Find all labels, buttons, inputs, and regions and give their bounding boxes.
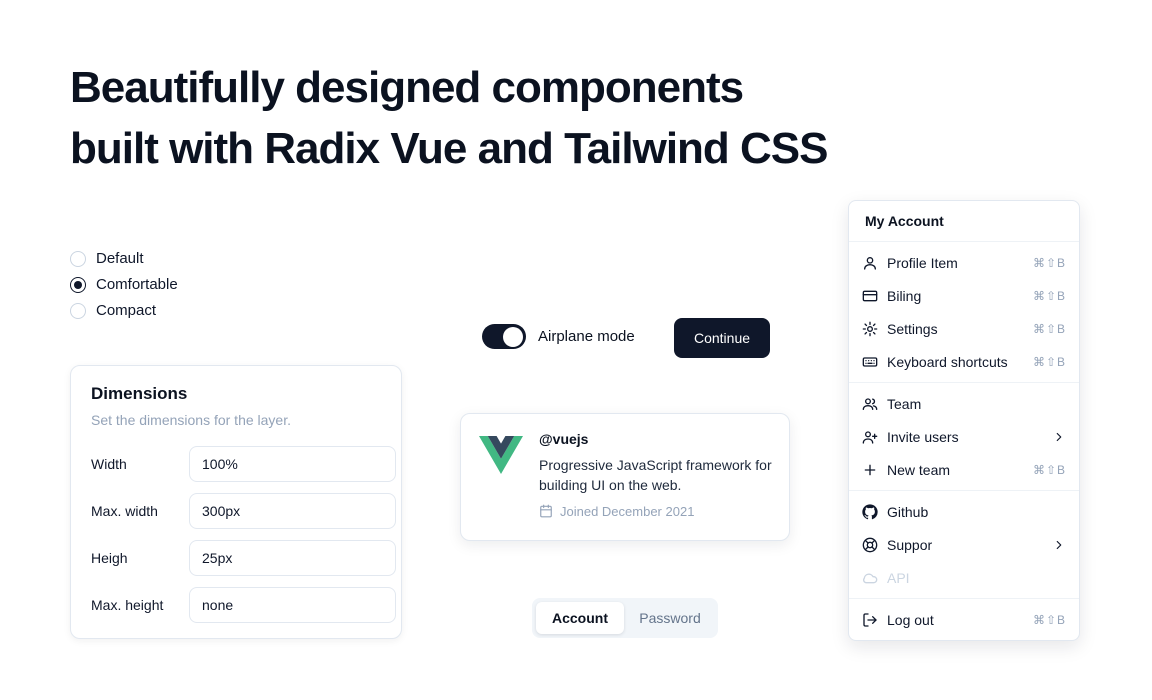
dimensions-title: Dimensions: [91, 384, 188, 403]
menu-title: My Account: [865, 213, 944, 229]
vue-joined-row: Joined December 2021: [539, 504, 775, 519]
radio-option-default[interactable]: Default: [70, 250, 178, 267]
plus-icon: [862, 462, 878, 478]
menu-item-profile[interactable]: Profile Item ⌘⇧B: [853, 246, 1075, 279]
vue-handle: @vuejs: [539, 431, 589, 447]
lifebuoy-icon: [862, 537, 878, 553]
chevron-right-icon: [1052, 430, 1066, 444]
density-radio-group: Default Comfortable Compact: [70, 250, 178, 319]
menu-item-keyboard-shortcuts[interactable]: Keyboard shortcuts ⌘⇧B: [853, 345, 1075, 378]
page-title-line-2: built with Radix Vue and Tailwind CSS: [70, 123, 828, 173]
vue-card-body: @vuejs Progressive JavaScript framework …: [539, 431, 775, 523]
airplane-mode-row: Airplane mode: [482, 324, 635, 349]
radio-indicator-selected[interactable]: [70, 276, 86, 293]
radio-option-compact[interactable]: Compact: [70, 302, 178, 319]
vue-joined-text: Joined December 2021: [560, 503, 695, 519]
menu-separator: [849, 598, 1079, 599]
continue-button[interactable]: Continue: [674, 318, 770, 358]
airplane-mode-label: Airplane mode: [538, 328, 635, 345]
radio-label: Compact: [96, 302, 157, 319]
keyboard-icon: [862, 354, 878, 370]
calendar-icon: [540, 504, 552, 518]
chevron-right-icon: [1052, 538, 1066, 552]
menu-item-log-out[interactable]: Log out ⌘⇧B: [853, 603, 1075, 636]
github-icon: [862, 503, 878, 520]
credit-card-icon: [862, 288, 878, 304]
menu-separator: [849, 490, 1079, 491]
menu-separator: [849, 241, 1079, 242]
airplane-mode-switch[interactable]: [482, 324, 526, 349]
page-title: Beautifully designed components built wi…: [70, 58, 828, 179]
page-title-line-1: Beautifully designed components: [70, 63, 744, 112]
account-dropdown-menu: My Account Profile Item ⌘⇧B Biling ⌘⇧B S…: [848, 200, 1080, 641]
radio-label: Default: [96, 250, 144, 267]
radio-indicator[interactable]: [70, 302, 86, 319]
menu-separator: [849, 382, 1079, 383]
vuejs-hovercard: @vuejs Progressive JavaScript framework …: [460, 413, 790, 541]
width-label: Width: [91, 456, 127, 472]
max-height-label: Max. height: [91, 597, 164, 613]
menu-item-api: API: [853, 561, 1075, 594]
account-password-tabs: Account Password: [532, 598, 718, 638]
menu-item-github[interactable]: Github: [853, 495, 1075, 528]
menu-item-invite-users[interactable]: Invite users: [853, 420, 1075, 453]
width-input[interactable]: [189, 446, 396, 482]
gear-icon: [862, 321, 878, 337]
max-width-input[interactable]: [189, 493, 396, 529]
switch-knob: [503, 326, 523, 347]
menu-item-team[interactable]: Team: [853, 387, 1075, 420]
tab-password[interactable]: Password: [639, 610, 701, 626]
menu-item-support[interactable]: Suppor: [853, 528, 1075, 561]
users-icon: [862, 396, 878, 412]
height-input[interactable]: [189, 540, 396, 576]
vue-description: Progressive JavaScript framework for bui…: [539, 457, 772, 494]
height-label: Heigh: [91, 550, 128, 566]
max-width-label: Max. width: [91, 503, 158, 519]
radio-indicator[interactable]: [70, 250, 86, 267]
log-out-icon: [862, 612, 878, 628]
user-icon: [862, 255, 878, 271]
cloud-icon: [862, 570, 878, 586]
dimensions-card: Dimensions Set the dimensions for the la…: [70, 365, 402, 639]
dimensions-subtitle: Set the dimensions for the layer.: [91, 412, 291, 428]
tab-account[interactable]: Account: [536, 602, 624, 634]
radio-option-comfortable[interactable]: Comfortable: [70, 276, 178, 293]
menu-item-new-team[interactable]: New team ⌘⇧B: [853, 453, 1075, 486]
radio-label: Comfortable: [96, 276, 178, 293]
menu-item-billing[interactable]: Biling ⌘⇧B: [853, 279, 1075, 312]
menu-item-settings[interactable]: Settings ⌘⇧B: [853, 312, 1075, 345]
max-height-input[interactable]: [189, 587, 396, 623]
vue-logo-icon: [479, 436, 523, 474]
user-plus-icon: [862, 429, 878, 445]
